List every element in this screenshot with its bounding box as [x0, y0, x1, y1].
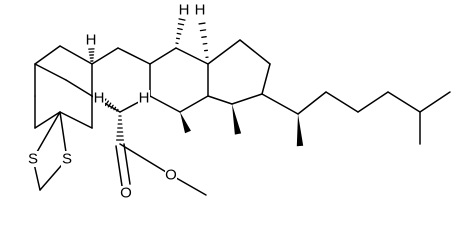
bond-7 [34, 63, 67, 81]
atom-label-sulfur-left: S [28, 151, 38, 168]
skeleton-bonds [32, 39, 451, 196]
bond-24 [261, 93, 299, 115]
atom-label-h-ring-e: H [94, 90, 105, 107]
atom-label-sulfur-right: S [62, 151, 72, 168]
bond-14 [149, 47, 177, 65]
hash-bond-6 [115, 115, 125, 141]
atom-labels: H H H H H S S O O [27, 2, 206, 202]
bond-10 [117, 47, 151, 65]
bond-31 [34, 45, 61, 65]
atom-label-oxygen-ester: O [165, 167, 177, 184]
bond-27 [357, 91, 389, 113]
bond-22 [231, 93, 263, 105]
bond-20 [239, 39, 271, 65]
bond-6 [65, 79, 93, 97]
bond-9 [91, 47, 119, 65]
bond-18 [149, 95, 181, 113]
wedge-bond-1 [180, 112, 191, 134]
bond-15 [175, 47, 209, 65]
atom-label-h-ring-c: H [179, 2, 190, 19]
bond-37 [119, 143, 172, 176]
bond-3 [34, 111, 61, 129]
carbonyl-double-bond-1 [115, 145, 123, 187]
atom-label-h-ring-f: H [139, 90, 150, 107]
bond-19 [207, 39, 241, 65]
atom-label-h-ring-d: H [195, 2, 206, 19]
bond-25 [297, 91, 327, 115]
bond-28 [387, 91, 421, 113]
stereo-wedge-bonds [180, 104, 304, 147]
bond-21 [261, 63, 271, 95]
bond-23 [207, 95, 233, 105]
atom-label-h-ring-b: H [86, 32, 97, 49]
bond-17 [179, 95, 209, 113]
bond-29 [419, 91, 451, 113]
bond-32 [59, 45, 93, 65]
wedge-bond-3 [296, 114, 304, 147]
atom-label-oxygen-carbonyl: O [120, 185, 132, 202]
carbonyl-double-bond-2 [123, 143, 131, 185]
hash-bond-3 [196, 15, 209, 59]
molecule-structure-drawing: H H H H H S S O O [27, 2, 451, 202]
stereo-hash-bonds [87, 13, 209, 141]
wedge-bond-2 [232, 104, 242, 135]
bond-26 [325, 91, 359, 113]
bond-4 [59, 111, 93, 129]
